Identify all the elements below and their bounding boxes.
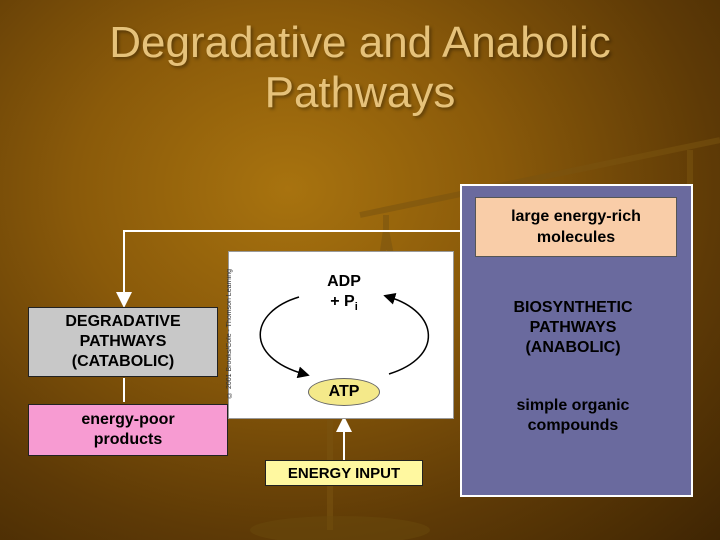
energy-poor-label: energy-poor products: [81, 411, 175, 448]
title-line-2: Pathways: [264, 68, 456, 117]
energy-input-box: ENERGY INPUT: [265, 460, 423, 486]
page-title: Degradative and Anabolic Pathways: [0, 18, 720, 118]
energy-input-label: ENERGY INPUT: [287, 464, 401, 482]
simple-organic-label: simple organic compounds: [516, 397, 630, 434]
large-molecules-label: large energy-rich molecules: [511, 208, 641, 246]
pi-subscript: i: [354, 301, 358, 314]
biosynthetic-label: BIOSYNTHETIC PATHWAYS (ANABOLIC): [513, 299, 633, 356]
cycle-arrows: [259, 292, 430, 379]
adp-label: ADP + Pi: [306, 272, 382, 317]
degradative-box: DEGRADATIVE PATHWAYS (CATABOLIC): [28, 307, 218, 377]
adp-text: ADP: [327, 273, 361, 290]
pi-text: + Pi: [330, 293, 358, 314]
atp-oval: ATP: [308, 378, 380, 406]
copyright-credit: © 2001 Brooks/Cole - Thomson Learning: [226, 268, 233, 398]
title-line-1: Degradative and Anabolic: [109, 18, 611, 67]
degradative-label: DEGRADATIVE PATHWAYS (CATABOLIC): [65, 313, 181, 370]
large-molecules-box: large energy-rich molecules: [475, 197, 677, 257]
atp-label: ATP: [328, 383, 360, 400]
energy-poor-box: energy-poor products: [28, 404, 228, 456]
